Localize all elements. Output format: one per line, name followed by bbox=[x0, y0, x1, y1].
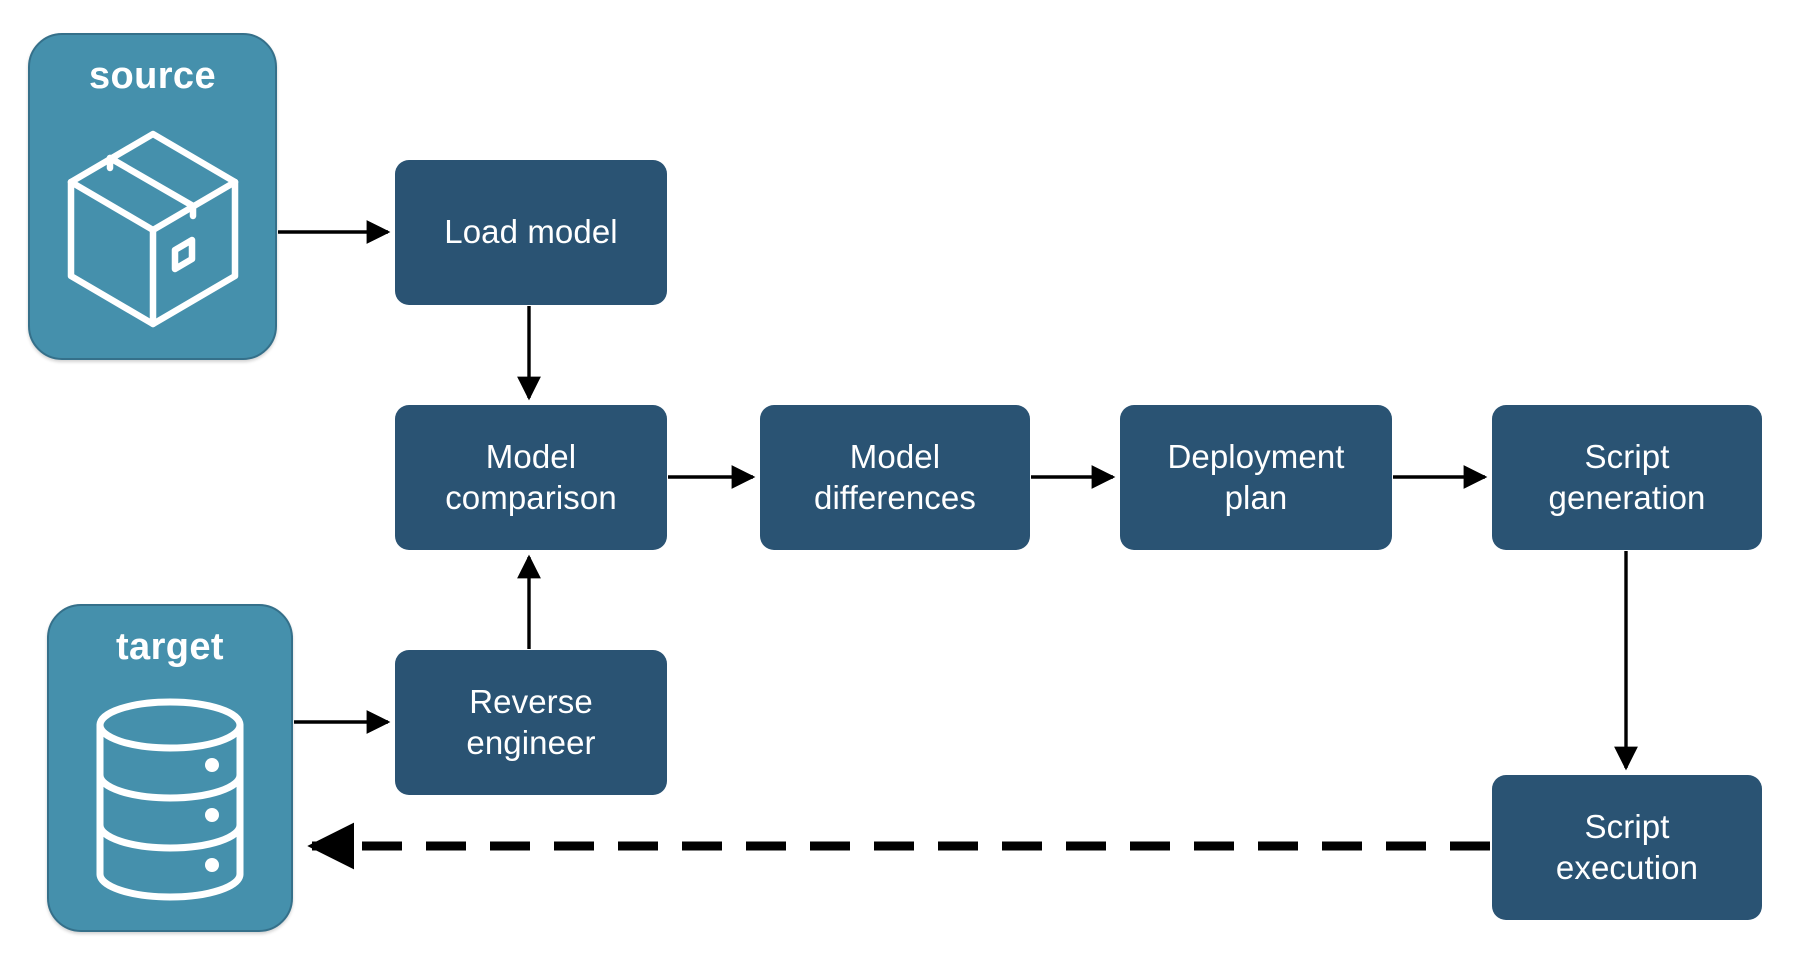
endpoint-target[interactable]: target bbox=[47, 604, 293, 932]
process-script-generation[interactable]: Script generation bbox=[1492, 405, 1762, 550]
process-script-generation-label: Script generation bbox=[1548, 438, 1706, 516]
process-script-execution[interactable]: Script execution bbox=[1492, 775, 1762, 920]
process-reverse-engineer[interactable]: Reverse engineer bbox=[395, 650, 667, 795]
package-box-icon bbox=[30, 98, 275, 358]
process-model-differences[interactable]: Model differences bbox=[760, 405, 1030, 550]
process-script-execution-label: Script execution bbox=[1555, 808, 1699, 886]
endpoint-target-label: target bbox=[116, 626, 224, 668]
endpoint-source[interactable]: source bbox=[28, 33, 277, 360]
process-model-comparison[interactable]: Model comparison bbox=[395, 405, 667, 550]
process-load-model-label: Load model bbox=[444, 213, 618, 251]
process-reverse-engineer-label: Reverse engineer bbox=[466, 683, 596, 761]
process-model-comparison-label: Model comparison bbox=[445, 438, 617, 516]
process-model-differences-label: Model differences bbox=[814, 438, 976, 516]
process-deployment-plan-label: Deployment plan bbox=[1167, 438, 1345, 516]
endpoint-source-label: source bbox=[88, 55, 216, 97]
database-cylinder-icon bbox=[49, 669, 291, 930]
process-load-model[interactable]: Load model bbox=[395, 160, 667, 305]
process-deployment-plan[interactable]: Deployment plan bbox=[1120, 405, 1392, 550]
